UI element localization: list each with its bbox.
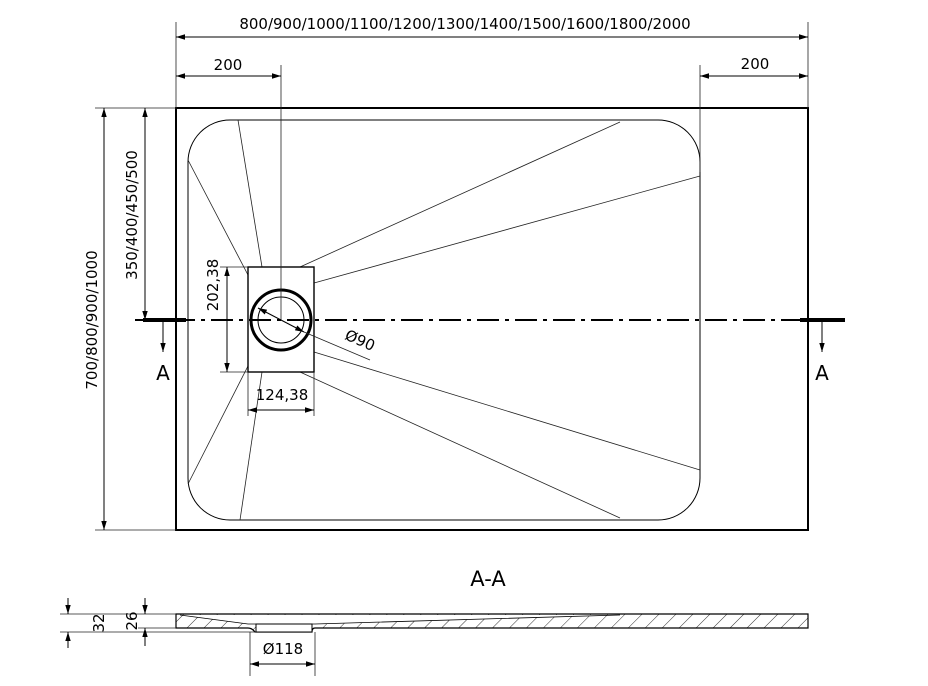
right-offset-dimension-text: 200 bbox=[741, 55, 770, 73]
drain-box-width-text: 124,38 bbox=[256, 386, 309, 404]
left-offset-dimension-text: 200 bbox=[214, 56, 243, 74]
section-label-left: A bbox=[156, 361, 170, 385]
drain-box-height-text: 202,38 bbox=[204, 259, 222, 312]
section-label-right: A bbox=[815, 361, 829, 385]
section-drain-diameter-text: Ø118 bbox=[263, 640, 303, 658]
width-dimension-text: 800/900/1000/1100/1200/1300/1400/1500/16… bbox=[239, 15, 690, 33]
drain-diameter-line bbox=[257, 307, 305, 333]
slope-lines bbox=[187, 119, 701, 521]
half-depth-dimension-text: 350/400/450/500 bbox=[123, 150, 141, 280]
section-total-height-text: 32 bbox=[90, 613, 108, 632]
section-title: A-A bbox=[470, 567, 506, 591]
depth-dimension-text: 700/800/900/1000 bbox=[83, 250, 101, 389]
section-inner-height-text: 26 bbox=[123, 611, 141, 630]
section-profile bbox=[175, 613, 809, 633]
